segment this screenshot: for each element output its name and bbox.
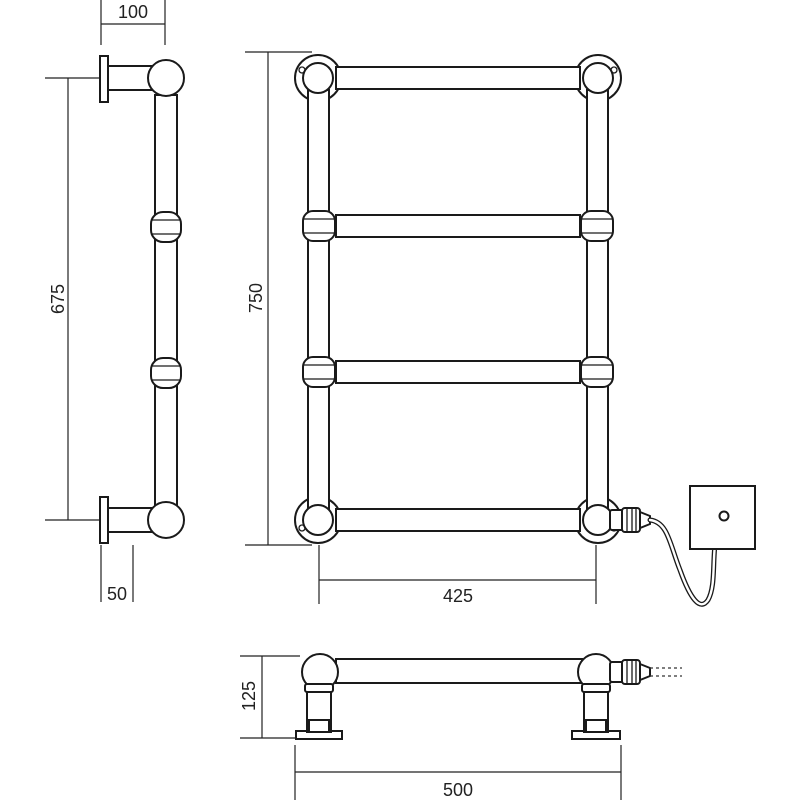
corner-top-right xyxy=(582,62,614,94)
standoff-foot-left xyxy=(308,719,330,733)
side-view: 100 675 50 xyxy=(45,0,185,604)
collar-right xyxy=(581,683,611,693)
label-side-height: 675 xyxy=(48,284,68,314)
wall-plate-top xyxy=(99,55,109,103)
rail-3 xyxy=(335,360,581,384)
dimension-side-wall-offset: 50 xyxy=(100,545,134,604)
dimension-top-width: 500 xyxy=(294,745,622,800)
side-joint-lower xyxy=(150,357,182,389)
front-view: 750 425 xyxy=(245,51,756,607)
wall-socket xyxy=(689,485,756,550)
side-post xyxy=(154,94,178,506)
label-front-rail-width: 425 xyxy=(443,586,473,606)
rail-1 xyxy=(335,66,581,90)
corner-bottom-left xyxy=(302,504,334,536)
top-rail xyxy=(335,658,583,684)
rail-4 xyxy=(335,508,581,532)
tee-right-3 xyxy=(580,356,614,388)
bracket-top xyxy=(107,65,155,91)
corner-bottom-right xyxy=(582,504,614,536)
standoff-foot-right xyxy=(585,719,607,733)
top-view: 125 500 xyxy=(239,653,682,800)
corner-top-left xyxy=(302,62,334,94)
dimension-front-height: 750 xyxy=(245,51,312,546)
dimension-side-height: 675 xyxy=(45,77,100,521)
tee-right-2 xyxy=(580,210,614,242)
label-front-height: 750 xyxy=(246,283,266,313)
heating-element-plug xyxy=(609,507,651,533)
side-joint-upper xyxy=(150,211,182,243)
upright-right xyxy=(586,89,609,511)
top-element-plug xyxy=(609,659,651,685)
dimension-side-depth: 100 xyxy=(100,0,166,45)
upright-left xyxy=(307,89,330,511)
wall-plate-bottom xyxy=(99,496,109,544)
tee-left-2 xyxy=(302,210,336,242)
label-top-width: 500 xyxy=(443,780,473,800)
label-side-depth: 100 xyxy=(118,2,148,22)
elbow-top xyxy=(147,59,185,97)
dimension-front-rail-width: 425 xyxy=(318,545,597,606)
tee-left-3 xyxy=(302,356,336,388)
dimension-top-height: 125 xyxy=(239,655,300,739)
elbow-bottom xyxy=(147,501,185,539)
label-side-wall-offset: 50 xyxy=(107,584,127,604)
label-top-height: 125 xyxy=(239,681,259,711)
bracket-bottom xyxy=(107,507,155,533)
collar-left xyxy=(304,683,334,693)
rail-2 xyxy=(335,214,581,238)
